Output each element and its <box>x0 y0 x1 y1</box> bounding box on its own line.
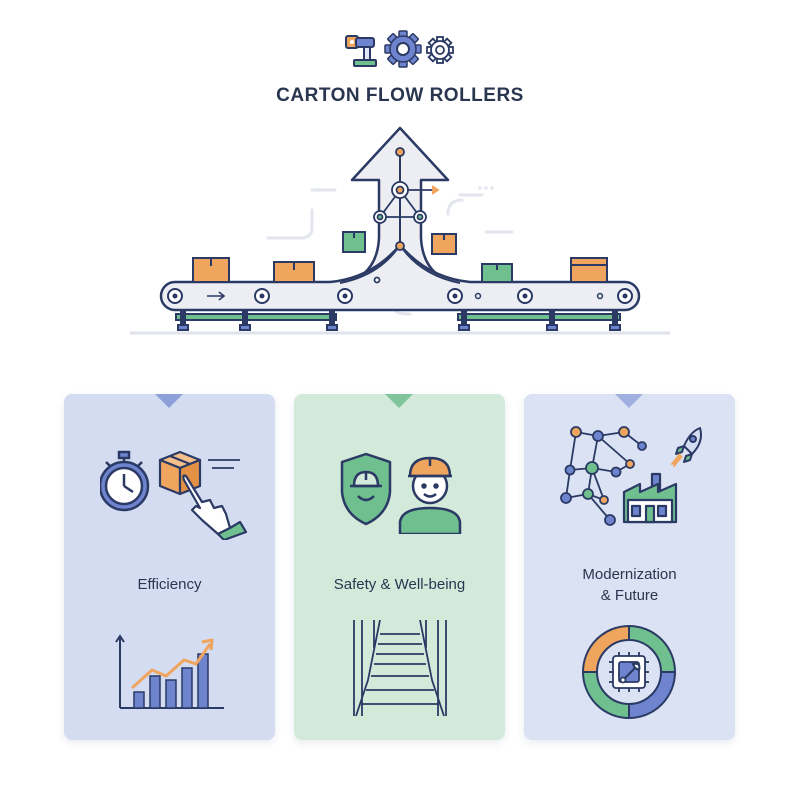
safety-label: Safety & Well-being <box>333 576 466 593</box>
rocket-icon <box>671 427 702 467</box>
card-notch <box>155 394 183 408</box>
conveyor-illustration <box>130 126 670 335</box>
page-title: CARTON FLOW ROLLERS <box>276 85 524 106</box>
efficiency-label: Efficiency <box>137 576 202 593</box>
conveyor-legs <box>175 302 621 331</box>
roller-track-icon <box>353 620 447 717</box>
safety-card: Safety & Well-being <box>294 394 505 740</box>
stopwatch-icon <box>100 450 150 512</box>
background-decoration <box>316 186 494 192</box>
card-notch <box>615 394 643 408</box>
gear-small-icon <box>426 36 454 64</box>
shield-hardhat-icon <box>340 452 392 526</box>
robot-arm-icon <box>345 35 377 67</box>
growth-bar-chart-icon <box>115 634 224 709</box>
modernization-card: Modernization & Future <box>524 394 735 740</box>
conveyor-icon <box>159 243 641 312</box>
cycle-chip-wrench-icon <box>582 625 676 719</box>
modernization-label-line1: Modernization <box>582 566 677 583</box>
carton-box-icon <box>158 450 202 496</box>
header-icons <box>345 30 454 68</box>
network-icon <box>560 426 647 526</box>
worker-icon <box>398 456 462 534</box>
card-notch <box>385 394 413 408</box>
factory-icon <box>622 472 678 524</box>
motion-lines-icon <box>208 459 240 469</box>
pointing-hand-icon <box>182 474 248 540</box>
modernization-label-line2: & Future <box>600 587 659 604</box>
modernization-illustration <box>560 426 702 526</box>
gear-icon <box>384 30 422 68</box>
carton-box-icon <box>192 231 608 283</box>
efficiency-card: Efficiency <box>64 394 275 740</box>
safety-illustration <box>340 452 462 534</box>
efficiency-illustration <box>100 450 248 540</box>
network-node-icon <box>373 147 440 284</box>
